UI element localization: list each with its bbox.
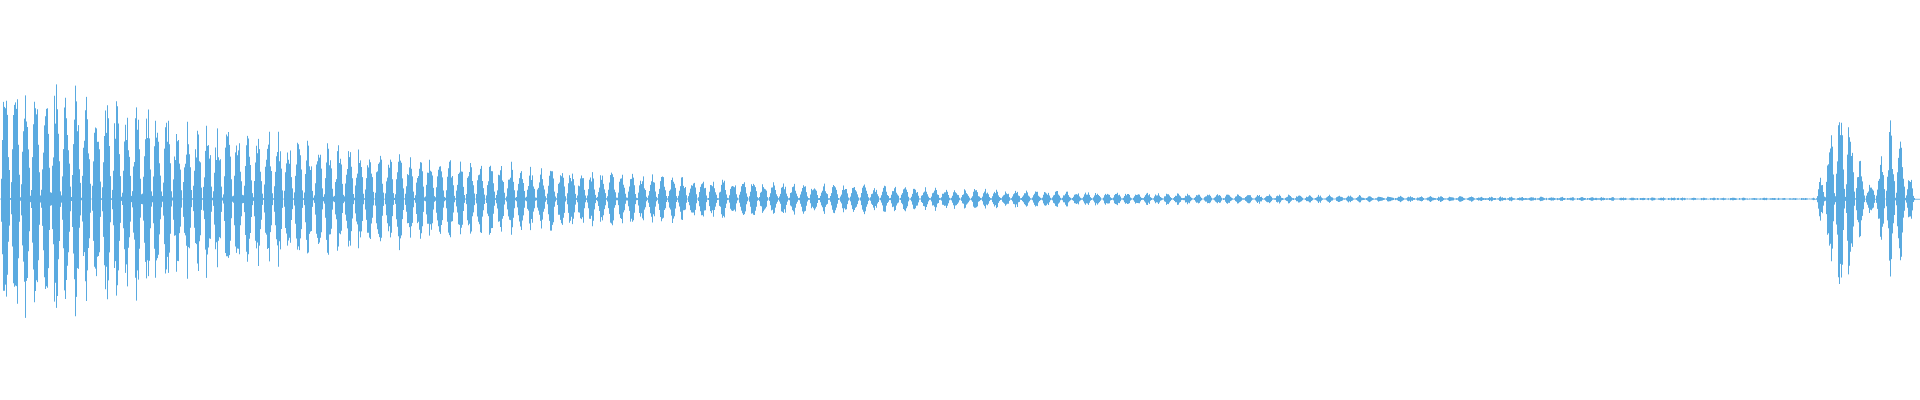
- waveform-path: [0, 84, 1920, 318]
- waveform-samples: [0, 84, 1920, 318]
